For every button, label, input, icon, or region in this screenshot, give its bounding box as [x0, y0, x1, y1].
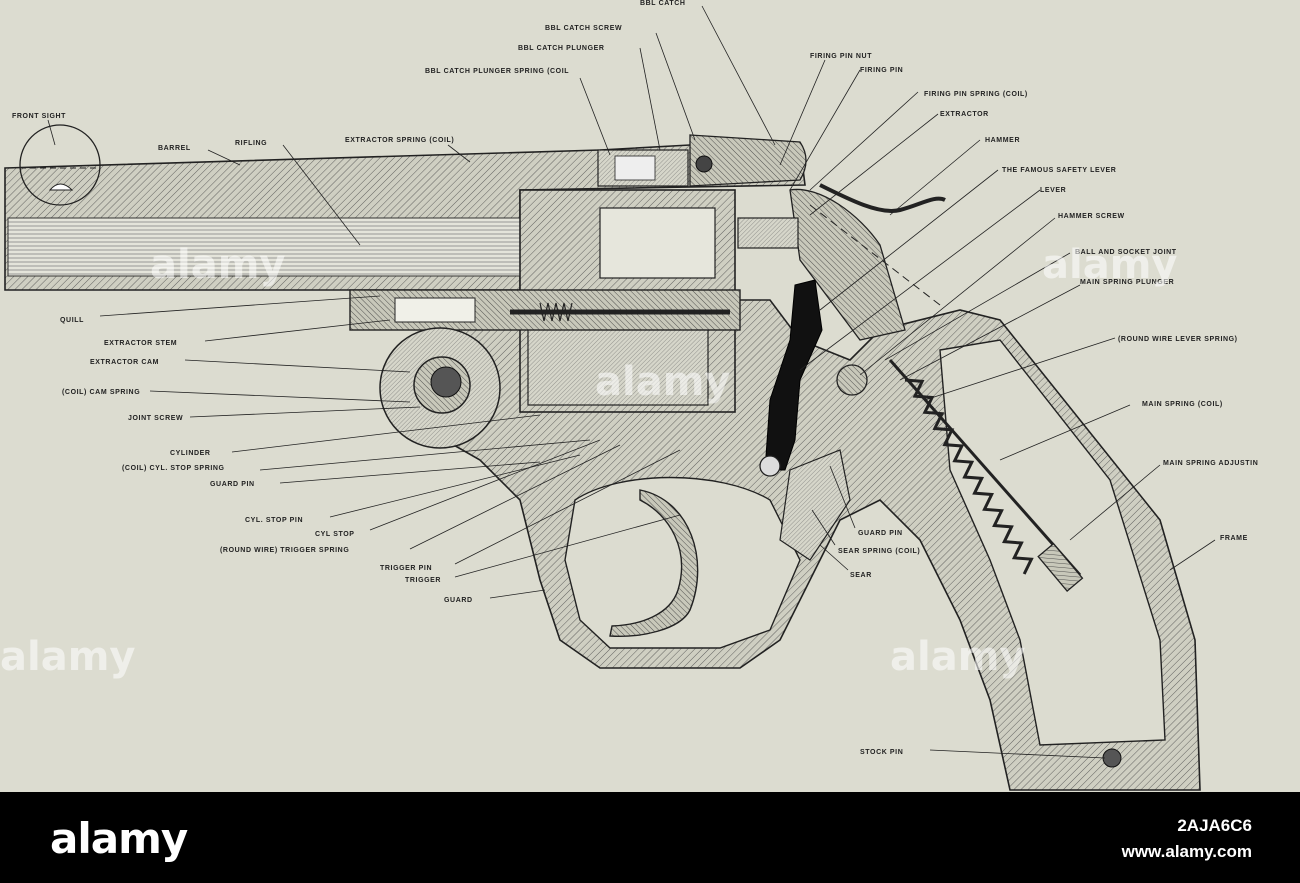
lever-pivot	[759, 455, 781, 477]
hammer-spur	[819, 183, 946, 213]
label-firing-pin: FIRING PIN	[860, 67, 903, 74]
image-id: 2AJA6C6	[1177, 816, 1252, 835]
label-extractor-cam: EXTRACTOR CAM	[90, 359, 159, 366]
label-cyl-stop: CYL STOP	[315, 531, 355, 538]
site-url[interactable]: www.alamy.com	[1121, 842, 1252, 861]
label-bbl-catch-plunger-spring: BBL CATCH PLUNGER SPRING (COIL	[425, 68, 569, 75]
label-main-spring-plunger: MAIN SPRING PLUNGER	[1080, 279, 1174, 286]
label-safety-lever: THE FAMOUS SAFETY LEVER	[1002, 167, 1116, 174]
label-hammer-screw: HAMMER SCREW	[1058, 213, 1125, 220]
leader-lines	[47, 5, 1216, 759]
watermark-2: alamy	[595, 359, 730, 405]
label-sear: SEAR	[850, 572, 872, 579]
firing-pin	[737, 217, 799, 249]
label-main-spring: MAIN SPRING (COIL)	[1142, 401, 1223, 408]
label-front-sight: FRONT SIGHT	[12, 113, 66, 120]
label-bbl-catch: BBL CATCH	[640, 0, 686, 7]
stock-pin-head	[1102, 748, 1122, 768]
label-extractor-spring: EXTRACTOR SPRING (COIL)	[345, 137, 454, 144]
label-cam-spring: (COIL) CAM SPRING	[62, 389, 140, 396]
label-trigger-pin: TRIGGER PIN	[380, 565, 432, 572]
label-guard: GUARD	[444, 597, 473, 604]
label-bbl-catch-plunger: BBL CATCH PLUNGER	[518, 45, 605, 52]
bbl-catch-plunger-spring	[614, 155, 656, 181]
watermark-3: alamy	[1042, 242, 1177, 288]
label-rifling: RIFLING	[235, 140, 267, 147]
part-labels: BBL CATCH BBL CATCH SCREW BBL CATCH PLUN…	[12, 0, 1258, 756]
sear-shape	[779, 449, 851, 561]
label-firing-pin-nut: FIRING PIN NUT	[810, 53, 872, 60]
hammer-screw-head	[836, 364, 868, 396]
front-sight-circle	[19, 124, 101, 206]
bbl-catch-screw-head	[695, 155, 713, 173]
label-main-spring-adjusting: MAIN SPRING ADJUSTIN	[1163, 460, 1258, 467]
diagram-canvas: BBL CATCH BBL CATCH SCREW BBL CATCH PLUN…	[0, 0, 1258, 791]
watermark-5: alamy	[890, 634, 1025, 680]
main-spring	[888, 359, 1084, 592]
extractor-spring	[539, 302, 573, 322]
label-firing-pin-spring: FIRING PIN SPRING (COIL)	[924, 91, 1028, 98]
label-extractor: EXTRACTOR	[940, 111, 989, 118]
label-quill: QUILL	[60, 317, 84, 324]
cylinder-lower-chamber	[527, 324, 709, 406]
label-barrel: BARREL	[158, 145, 191, 152]
watermarks: alamy alamy alamy alamy alamy	[0, 242, 1177, 680]
label-sear-spring: SEAR SPRING (COIL)	[838, 548, 920, 555]
extractor-stem	[394, 297, 476, 323]
stock-footer-bar: alamy 2AJA6C6 www.alamy.com	[0, 792, 1300, 883]
label-guard-pin-left: GUARD PIN	[210, 481, 255, 488]
label-stock-pin: STOCK PIN	[860, 749, 903, 756]
label-hammer: HAMMER	[985, 137, 1020, 144]
stock-site-logo[interactable]: alamy	[50, 814, 188, 863]
front-sight-blade	[48, 183, 74, 191]
label-extractor-stem: EXTRACTOR STEM	[104, 340, 177, 347]
watermark-4: alamy	[0, 634, 135, 680]
revolver-diagram: BBL CATCH BBL CATCH SCREW BBL CATCH PLUN…	[0, 0, 1300, 792]
label-frame: FRAME	[1220, 535, 1248, 542]
hammer-dash-path	[809, 204, 941, 306]
hammer-shape	[789, 188, 906, 341]
label-joint-screw: JOINT SCREW	[128, 415, 183, 422]
label-cyl-stop-pin: CYL. STOP PIN	[245, 517, 303, 524]
label-cyl-stop-spring: (COIL) CYL. STOP SPRING	[122, 465, 225, 472]
trigger-shape	[609, 489, 699, 637]
label-lever: LEVER	[1040, 187, 1066, 194]
cylinder-chamber	[599, 207, 716, 279]
safety-lever	[764, 279, 823, 471]
barrel-bore	[7, 217, 521, 277]
watermark-1: alamy	[150, 242, 285, 288]
joint-screw-core	[430, 366, 462, 398]
label-trigger: TRIGGER	[405, 577, 441, 584]
label-cylinder: CYLINDER	[170, 450, 211, 457]
label-guard-pin-right: GUARD PIN	[858, 530, 903, 537]
label-ball-socket-joint: BALL AND SOCKET JOINT	[1075, 249, 1177, 256]
label-round-wire-lever-spring: (ROUND WIRE LEVER SPRING)	[1118, 336, 1238, 343]
label-bbl-catch-screw: BBL CATCH SCREW	[545, 25, 622, 32]
label-trigger-spring: (ROUND WIRE) TRIGGER SPRING	[220, 547, 349, 554]
